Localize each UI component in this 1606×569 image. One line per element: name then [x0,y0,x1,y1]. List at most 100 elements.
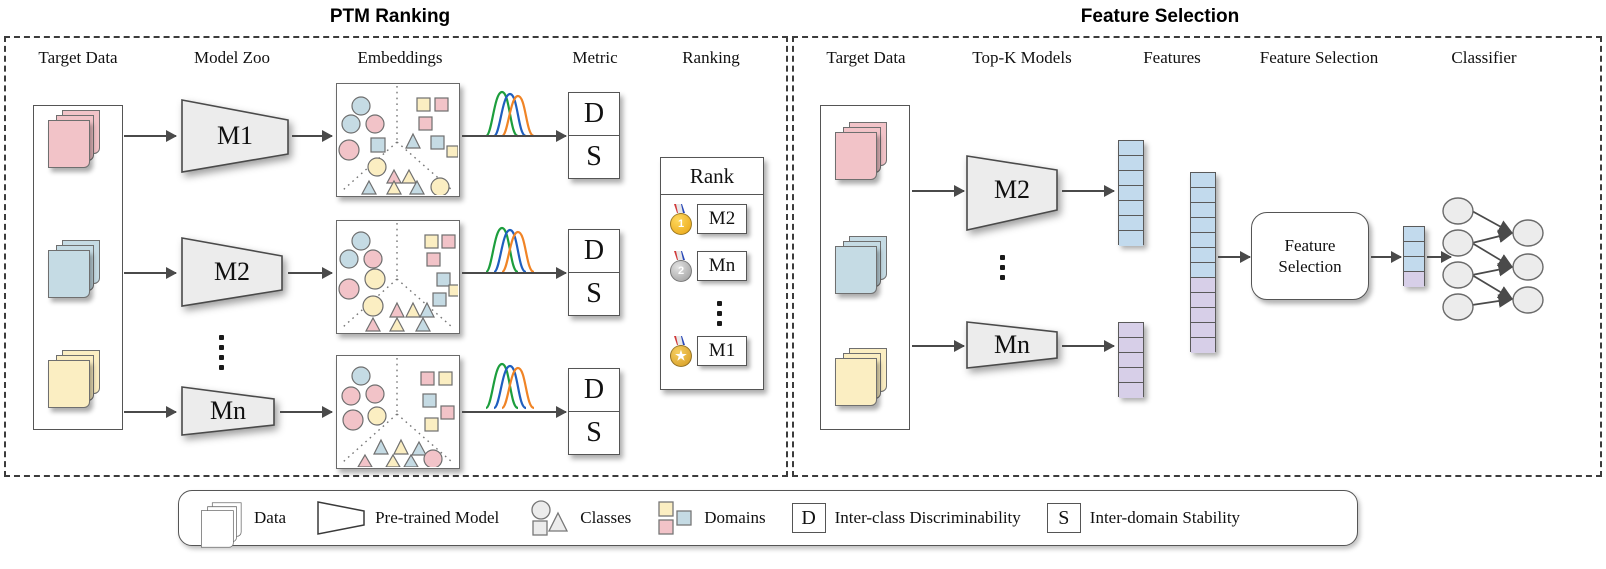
ranking-ellipsis-icon [717,301,722,326]
legend-label-domains: Domains [704,508,766,527]
arrow-mn-to-embed [280,406,333,418]
rank-row-2[interactable]: 2 Mn [669,251,747,282]
arrow-fs-data-to-mn [912,340,965,352]
embedding-plot-1 [336,83,460,197]
metric-s-1: S [586,141,602,172]
class-shapes-icon [531,500,569,536]
arrow-mn-to-features [1062,340,1115,352]
data-stack-icon-legend [201,502,242,548]
rank-row-last[interactable]: ★ M1 [669,336,747,367]
pretrained-model-m2[interactable]: M2 [180,236,284,308]
legend-label-discriminability: Inter-class Discriminability [834,508,1021,527]
arrow-fsbox-to-selected [1371,251,1402,263]
rank-model-2: Mn [697,251,747,281]
metric-box-3: D S [568,368,620,455]
model-label-mn: Mn [209,396,247,425]
fs-data-stack-icon-pink [835,122,889,182]
fs-column-label-classifier: Classifier [1451,48,1517,67]
topk-model-m2[interactable]: M2 [965,148,1059,232]
arrow-embed1-to-metric [462,130,567,142]
fs-data-stack-icon-blue [835,236,889,296]
distribution-curves-1 [484,86,540,143]
model-label-m2: M2 [213,257,251,286]
ptm-column-label-embeddings: Embeddings [357,48,443,67]
feature-selection-box-line2: Selection [1278,257,1342,276]
data-stack-icon-pink [48,110,102,170]
legend-item-pretrained-model: Pre-trained Model [316,500,499,536]
arrow-embed2-to-metric [462,267,567,279]
metric-d-1: D [569,93,619,136]
legend-label-pretrained-model: Pre-trained Model [375,508,500,527]
pretrained-model-m1[interactable]: M1 [180,98,290,174]
data-stack-icon-blue [48,240,102,300]
arrow-concat-to-feature-selection [1218,251,1251,263]
topk-models-ellipsis-icon [1000,255,1005,280]
arrow-m1-to-embed [292,130,333,142]
silver-medal-place: 2 [670,260,692,282]
legend-label-classes: Classes [580,508,632,527]
arrow-fs-data-to-m2 [912,185,965,197]
legend-label-stability: Inter-domain Stability [1089,508,1241,527]
trapezoid-model-icon [317,501,365,535]
metric-d-3: D [569,369,619,412]
topk-model-label-mn: Mn [993,330,1031,359]
ranking-table: Rank 1 M2 2 Mn ★ M1 [660,157,764,390]
feature-vector-blue [1118,140,1144,246]
arrow-data-to-m1 [124,130,177,142]
bronze-medal-icon: ★ [669,336,692,367]
ptm-column-label-metric: Metric [572,48,618,67]
distribution-curves-2 [484,222,540,279]
rank-model-last: M1 [697,336,747,366]
metric-box-2: D S [568,229,620,316]
ptm-column-label-target-data: Target Data [38,48,118,67]
model-label-m1: M1 [216,121,254,150]
pretrained-model-mn[interactable]: Mn [180,385,276,437]
selected-feature-vector [1403,226,1425,287]
gold-medal-place: 1 [670,213,692,235]
model-zoo-ellipsis-icon [219,335,224,370]
feature-vector-purple [1118,322,1144,398]
arrow-data-to-mn [124,406,177,418]
arrow-m2-to-embed [288,267,333,279]
distribution-curves-3 [484,358,540,415]
gold-medal-icon: 1 [669,204,692,235]
metric-box-1: D S [568,92,620,179]
legend-label-data: Data [254,508,287,527]
s-box-icon: S [1046,503,1081,533]
metric-s-2: S [586,278,602,309]
classifier-network [1440,195,1550,321]
legend-item-discriminability: D Inter-class Discriminability [791,503,1021,533]
metric-s-3: S [586,417,602,448]
rank-row-1[interactable]: 1 M2 [669,204,747,235]
legend-item-data: Data [201,498,287,548]
embedding-plot-2 [336,220,460,334]
arrow-selected-to-classifier [1427,251,1452,263]
topk-model-label-m2: M2 [993,175,1031,204]
fs-column-label-target-data: Target Data [826,48,906,67]
feature-selection-box[interactable]: Feature Selection [1251,212,1369,300]
legend-item-domains: Domains [657,499,766,537]
legend-item-stability: S Inter-domain Stability [1046,503,1241,533]
d-box-icon: D [791,503,826,533]
fs-data-stack-icon-yellow [835,348,889,408]
ranking-table-header: Rank [661,158,763,195]
metric-d-2: D [569,230,619,273]
ptm-column-label-model-zoo: Model Zoo [193,48,271,67]
fs-column-label-feature-selection: Feature Selection [1259,48,1379,67]
silver-medal-icon: 2 [669,251,692,282]
rank-model-1: M2 [697,204,747,234]
topk-model-mn[interactable]: Mn [965,320,1059,370]
concatenated-feature-vector [1190,172,1216,353]
feature-selection-box-line1: Feature [1284,235,1336,255]
legend-item-classes: Classes [529,499,631,537]
ptm-panel-title: PTM Ranking [329,6,451,27]
arrow-data-to-m2 [124,267,177,279]
fs-column-label-features: Features [1143,48,1201,67]
fs-column-label-topk-models: Top-K Models [972,48,1072,67]
arrow-m2-to-features [1062,185,1115,197]
embedding-plot-3 [336,355,460,469]
data-stack-icon-yellow [48,350,102,410]
legend-bar: Data Pre-trained Model Classes Domains D… [178,490,1358,548]
feature-selection-panel-title: Feature Selection [1080,6,1240,27]
domain-squares-icon [658,501,692,535]
